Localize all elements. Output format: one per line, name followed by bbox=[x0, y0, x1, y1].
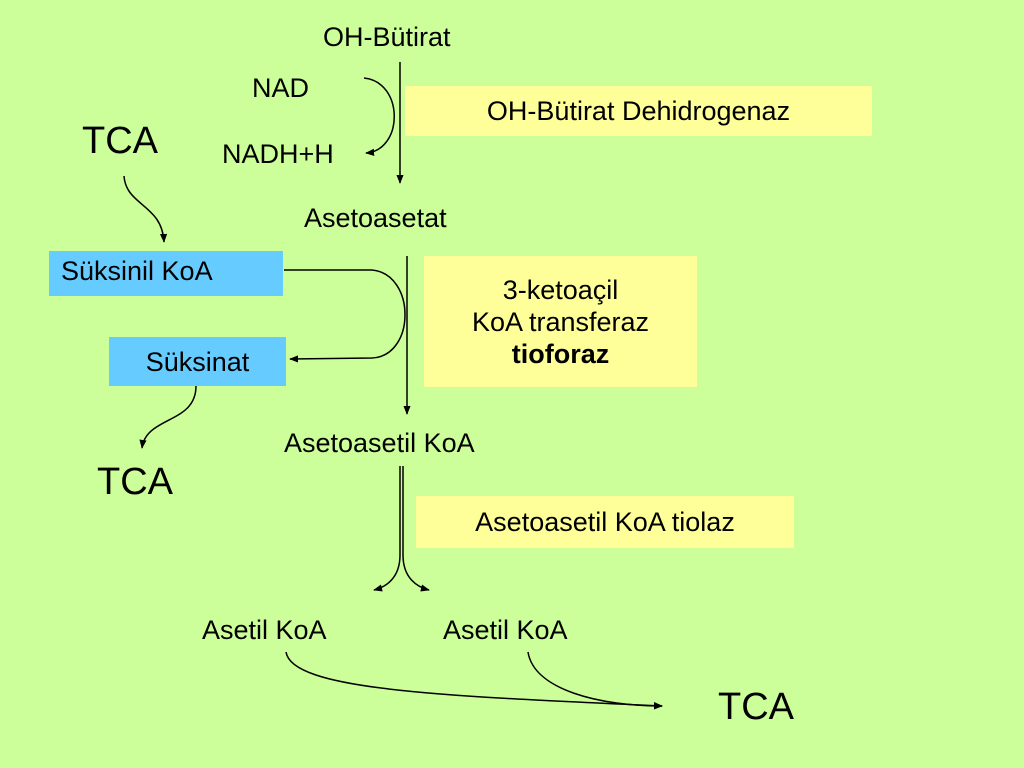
enzyme-dehidrogenaz-label: OH-Bütirat Dehidrogenaz bbox=[486, 96, 791, 126]
tca-bottom-right: TCA bbox=[718, 686, 794, 728]
arrow-nad-to-nadh bbox=[363, 77, 395, 156]
enzyme-transferaz-line3: tioforaz bbox=[511, 338, 610, 369]
enzyme-transferaz: 3-ketoaçil KoA transferaz tioforaz bbox=[424, 256, 697, 387]
metabolite-oh-butirat: OH-Bütirat bbox=[323, 22, 451, 52]
enzyme-transferaz-line2: KoA transferaz bbox=[471, 306, 650, 337]
metabolite-nad: NAD bbox=[252, 73, 310, 103]
arrow-suksinil-to-suksinat bbox=[284, 269, 406, 363]
substrate-suksinil-koa: Süksinil KoA bbox=[49, 251, 283, 296]
metabolite-asetil-koa-2: Asetil KoA bbox=[443, 615, 568, 645]
metabolite-nadh: NADH+H bbox=[222, 139, 334, 169]
arrow-asetil2-to-tca bbox=[527, 651, 663, 710]
substrate-suksinil-koa-label: Süksinil KoA bbox=[61, 256, 213, 286]
enzyme-transferaz-line1: 3-ketoaçil bbox=[502, 274, 619, 305]
enzyme-dehidrogenaz: OH-Bütirat Dehidrogenaz bbox=[405, 86, 872, 136]
substrate-suksinat-label: Süksinat bbox=[145, 346, 250, 377]
enzyme-tiolaz: Asetoasetil KoA tiolaz bbox=[416, 496, 794, 548]
arrow-asetoasetil-to-asetil-1 bbox=[373, 466, 401, 592]
enzyme-tiolaz-label: Asetoasetil KoA tiolaz bbox=[475, 507, 735, 537]
tca-top-left: TCA bbox=[82, 120, 158, 162]
metabolite-asetoasetil-koa: Asetoasetil KoA bbox=[284, 428, 475, 458]
tca-middle-left: TCA bbox=[97, 461, 173, 503]
arrow-tca-to-suksinil bbox=[123, 175, 168, 243]
arrow-suksinat-to-tca bbox=[139, 385, 197, 449]
substrate-suksinat: Süksinat bbox=[109, 337, 286, 386]
arrow-asetoasetil-to-asetil-2 bbox=[402, 466, 430, 592]
metabolite-asetil-koa-1: Asetil KoA bbox=[202, 615, 327, 645]
arrow-asetil1-to-tca bbox=[285, 651, 663, 710]
metabolite-asetoasetat: Asetoasetat bbox=[304, 203, 447, 233]
